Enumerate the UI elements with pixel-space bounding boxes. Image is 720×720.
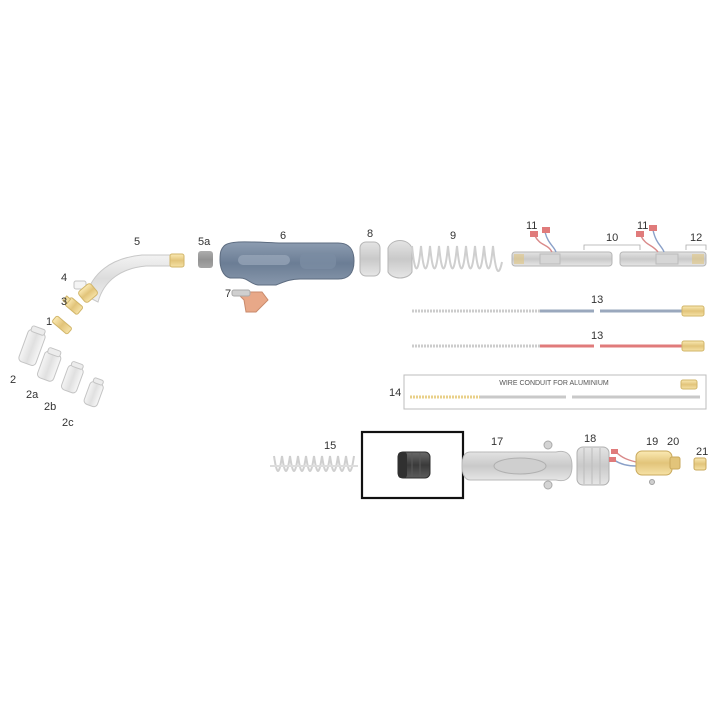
connector-20 [635,450,681,485]
label-part-15: 15 [324,440,336,452]
label-part-20: 20 [667,436,679,448]
label-part-3: 3 [61,296,67,308]
wire-conduit-caption: WIRE CONDUIT FOR ALUMINIUM [499,380,609,387]
tip-holder-3 [62,295,84,315]
switch-wires-11-left [530,227,557,253]
liner-13-steel [412,305,705,317]
nozzle-2c [83,377,104,408]
swan-neck-5 [78,253,185,303]
ring-8 [359,241,381,277]
label-part-7: 7 [225,288,231,300]
label-part-1: 1 [46,316,52,328]
contact-tip-1 [52,315,72,335]
switch-19 [609,449,637,467]
label-part-2c: 2c [62,417,74,429]
label-part-2a: 2a [26,389,39,401]
cap-21 [693,457,707,471]
label-part-9: 9 [450,230,456,242]
trigger-7 [231,289,269,313]
spring-9 [387,240,503,279]
nozzle-2 [18,325,46,366]
bracket-10 [583,244,641,250]
label-part-14: 14 [389,387,401,399]
cable-tube-10-right [619,251,707,267]
label-part-2: 2 [10,374,16,386]
liner-13-red [412,340,705,352]
knurled-nut-18 [576,446,610,486]
spring-15 [270,455,358,472]
label-part-11-right: 11 [637,220,648,232]
label-part-2b: 2b [44,401,56,413]
label-part-6: 6 [280,230,286,242]
label-part-4: 4 [61,272,67,284]
label-part-19: 19 [646,436,658,448]
label-part-5a: 5a [198,236,211,248]
label-part-13-steel: 13 [591,294,603,306]
label-part-8: 8 [367,228,373,240]
handle-6 [219,241,355,286]
bracket-12 [685,244,707,250]
highlighted-nut-16[interactable] [397,451,431,479]
label-part-10: 10 [606,232,618,244]
label-part-18: 18 [584,433,596,445]
switch-wires-11-right [636,225,665,253]
label-part-12: 12 [690,232,702,244]
wire-conduit-box-14: WIRE CONDUIT FOR ALUMINIUM [403,374,707,410]
label-part-11-left: 11 [526,220,537,232]
label-part-21: 21 [696,446,708,458]
label-part-5: 5 [134,236,140,248]
nozzle-2b [61,361,84,394]
label-part-13-red: 13 [591,330,603,342]
cable-tube-10-left [511,251,613,267]
nut-5a [198,251,213,268]
handle-body-17 [461,440,573,490]
nozzle-2a [37,347,62,382]
label-part-17: 17 [491,436,503,448]
